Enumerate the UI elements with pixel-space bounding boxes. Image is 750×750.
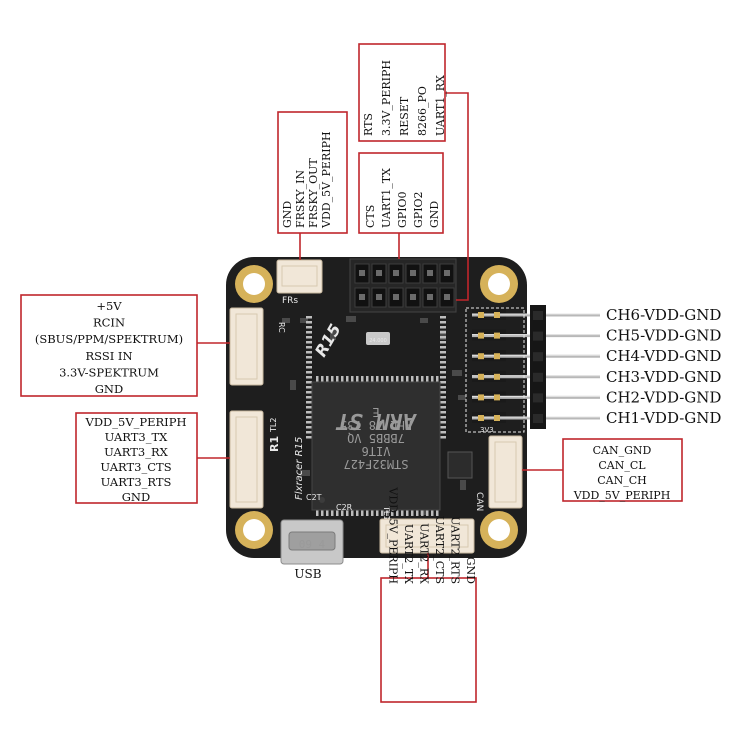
chip-marking: E (372, 405, 379, 419)
pin-label: UART3_RTS (101, 475, 172, 489)
pin-label: GPIO0 (396, 191, 409, 228)
silk-3v3: 3V3 (480, 426, 494, 434)
silk-frs: FRs (282, 296, 298, 306)
mounting-hole (480, 511, 518, 549)
silk-r1: R1 (268, 436, 281, 452)
usb-port: 09 4 (280, 519, 344, 565)
pin-label: 8266_PO (416, 86, 429, 136)
pin-label: VDD_5V_PERIPH (85, 415, 187, 429)
pin-label: GND (464, 557, 477, 584)
pin-label: RCIN (93, 316, 125, 330)
channel-label: CH6-VDD-GND (606, 306, 721, 324)
uart1-header (349, 258, 457, 313)
pin-label: GND (122, 490, 150, 504)
uart2-connector (379, 518, 475, 554)
servo-header (472, 305, 600, 429)
channel-label: CH2-VDD-GND (606, 388, 721, 406)
rcin-connector (229, 307, 264, 386)
silk-can: CAN (474, 492, 484, 511)
silk-rc: RC (277, 322, 286, 333)
pin-label: UART3_TX (105, 430, 169, 444)
pin-label: UART2_RX (418, 523, 431, 584)
pin-label: UART2_TX (402, 524, 415, 584)
box-can (562, 438, 683, 502)
pin-label: CTS (364, 205, 377, 228)
box-uart2 (380, 577, 477, 703)
channel-label: CH5-VDD-GND (606, 327, 721, 345)
pin-label: UART1_TX (380, 168, 393, 228)
pin-label: RESET (398, 96, 411, 136)
pin-label: UART2_RTS (449, 516, 462, 584)
pin-label: RSSI IN (85, 349, 132, 363)
pin-label: UART3_RX (104, 445, 168, 459)
silk-tl1: TL1 (382, 505, 391, 520)
pin-label: CAN_GND (593, 444, 652, 457)
pin-label: RTS (362, 113, 375, 136)
crystal (366, 332, 390, 345)
frsky-connector (276, 259, 323, 294)
pin-label: VDD_5V_PERIPH (573, 489, 671, 502)
channel-label: CH1-VDD-GND (606, 409, 721, 427)
uart3-connector (229, 410, 264, 509)
pin-label: (SBUS/PPM/SPEKTRUM) (35, 332, 183, 346)
secondary-chip (447, 451, 473, 479)
box-uart3 (75, 412, 198, 504)
chip-marking: PHL 78 735 (340, 418, 412, 432)
pin-label: +5V (96, 299, 122, 313)
pin-label: GND (281, 201, 294, 228)
chip-marking: VIT6 (362, 444, 391, 458)
pin-label: UART2_CTS (433, 516, 446, 584)
pin-label: FRSKY_IN (294, 170, 307, 228)
box-uart1-upper (358, 43, 446, 142)
pin-label: FRSKY_OUT (307, 158, 320, 228)
pin-label: GPIO2 (412, 191, 425, 228)
leader-lines (197, 92, 563, 578)
pin-label: GND (95, 382, 123, 396)
silk-c2t: C2T (306, 493, 322, 502)
svg-text:ARM ST: ARM ST (336, 408, 418, 433)
mounting-hole (235, 511, 273, 549)
pin-label: 3.3V_PERIPH (380, 60, 393, 136)
pin-label: UART3_CTS (100, 460, 171, 474)
pin-label: CAN_CH (597, 474, 647, 487)
box-frsky (277, 111, 348, 234)
box-uart1-lower (358, 152, 444, 234)
usb-label: USB (294, 567, 321, 581)
silk-tl2: TL2 (269, 418, 278, 433)
board-brand: Flxracer R15 (294, 437, 305, 500)
chip-marking: STM32F427 (343, 457, 408, 471)
chip-marking: 7BBB5 VQ (347, 431, 405, 445)
pin-label: VDD_5V_PERIPH (387, 486, 400, 584)
pin-label: GND (428, 201, 441, 228)
pin-label: UART1_RX (434, 75, 447, 136)
mounting-hole (235, 265, 273, 303)
pin-label: VDD_5V_PERIPH (320, 131, 333, 229)
box-rcin (20, 294, 198, 397)
mounting-hole (480, 265, 518, 303)
usb-port-text: 09 4 (299, 538, 326, 551)
crystal-label: 24.000 (369, 338, 387, 344)
can-connector (488, 435, 523, 509)
pin-label: CAN_CL (598, 459, 646, 472)
channel-label: CH3-VDD-GND (606, 368, 721, 386)
pin-label: 3.3V-SPEKTRUM (59, 365, 159, 379)
silk-c2r: C2R (336, 503, 353, 512)
channel-label: CH4-VDD-GND (606, 347, 721, 365)
